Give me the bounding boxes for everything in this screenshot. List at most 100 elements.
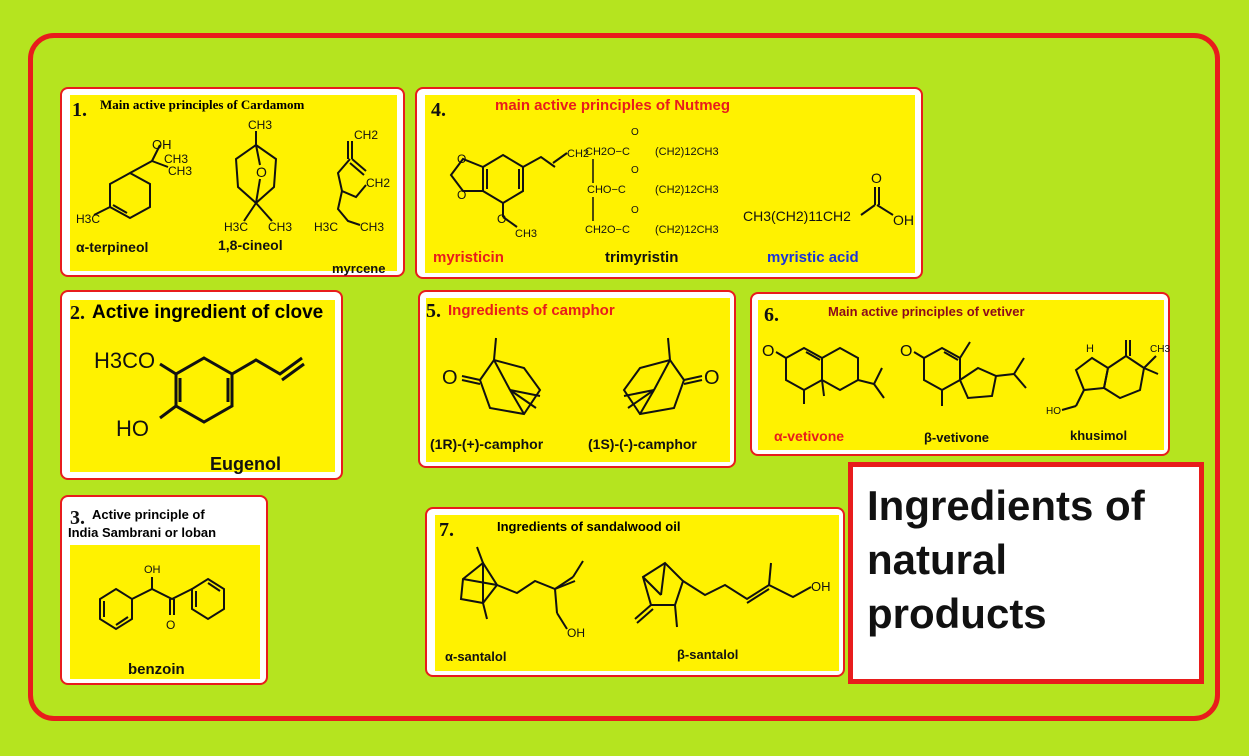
cho-c-label: CHO−C [587, 184, 626, 196]
panel-clove-background [70, 300, 335, 472]
panel-cardamom-background [70, 95, 397, 271]
panel-vetiver: 6. Main active principles of vetiver O α… [750, 292, 1170, 456]
ch3-label: CH3 [168, 164, 192, 178]
oh-label: OH [567, 626, 585, 640]
panel-number: 7. [439, 519, 454, 541]
compound-label: β-santalol [677, 647, 739, 662]
h3c-label: H3C [224, 220, 248, 234]
oh-label: OH [893, 212, 914, 228]
panel-benzoin: 3. Active principle of India Sambrani or… [60, 495, 268, 685]
panel-title: Ingredients of sandalwood oil [497, 519, 681, 534]
panel-number: 3. [70, 507, 85, 529]
panel-cardamom: 1. Main active principles of Cardamom OH… [60, 87, 405, 277]
compound-label: α-terpineol [76, 239, 149, 255]
o-label: O [166, 618, 175, 632]
panel-title: Main active principles of vetiver [828, 304, 1025, 319]
compound-label: trimyristin [605, 249, 679, 266]
o-label: O [442, 367, 458, 389]
compound-label: α-vetivone [774, 428, 845, 444]
ch3-label: CH3 [164, 152, 188, 166]
panel-number: 2. [70, 302, 85, 324]
o-label: O [631, 205, 639, 216]
chain-label: (CH2)12CH3 [655, 224, 719, 236]
panel-title-line2: India Sambrani or loban [68, 525, 217, 540]
main-title-box: Ingredients of natural products [848, 462, 1204, 684]
alpha-terpineol-structure: OH CH3 CH3 H3C [76, 137, 192, 226]
ch2o-c-label: CH2O−C [585, 224, 630, 236]
compound-label: Eugenol [210, 454, 281, 474]
panel-clove: 2. Active ingredient of clove H3CO HO Eu… [60, 290, 343, 480]
panel-number: 1. [72, 99, 87, 121]
ho-label: HO [116, 416, 149, 441]
compound-label: 1,8-cineol [218, 237, 283, 253]
ch2-label: CH2 [354, 128, 378, 142]
beta-vetivone-structure: O [900, 341, 1027, 406]
trimyristin-structure: CH2O−C (CH2)12CH3 CHO−C (CH2)12CH3 CH2O−… [585, 127, 719, 236]
panel-benzoin-background [70, 545, 260, 679]
myrcene-structure: CH2 CH2 H3C CH3 [314, 128, 390, 234]
r-camphor-structure: O [442, 337, 542, 416]
panel-nutmeg: 4. main active principles of Nutmeg O O … [415, 87, 923, 279]
compound-label: β-vetivone [924, 430, 990, 445]
chain-label: (CH2)12CH3 [655, 146, 719, 158]
ch3-label: CH3 [360, 220, 384, 234]
compound-label: α-santalol [445, 649, 507, 664]
eugenol-structure: H3CO HO [94, 348, 305, 441]
alpha-santalol-structure: OH [459, 546, 585, 640]
panel-sandalwood: 7. Ingredients of sandalwood oil OH α-sa… [425, 507, 845, 677]
myristicin-structure: O O CH2 O CH3 [449, 148, 589, 240]
o-label: O [631, 127, 639, 138]
panel-title: Main active principles of Cardamom [100, 97, 305, 112]
o-label: O [762, 343, 774, 360]
ch2o-c-label: CH2O−C [585, 146, 630, 158]
benzoin-structure: OH O [99, 564, 225, 632]
ch3-label: CH3 [248, 118, 272, 132]
cineol-structure: CH3 O H3C CH3 [224, 118, 292, 234]
compound-label: benzoin [128, 661, 185, 678]
ch3-label: CH3 [1150, 344, 1170, 355]
compound-label: khusimol [1070, 428, 1128, 443]
beta-santalol-structure: OH [634, 561, 831, 628]
panel-number: 4. [431, 99, 446, 121]
main-title: Ingredients of natural products [867, 482, 1145, 637]
ch3-label: CH3 [515, 228, 537, 240]
compound-label: myrcene [332, 261, 386, 276]
panel-camphor: 5. Ingredients of camphor O (1R)-(+)-cam… [418, 290, 736, 468]
myristic-acid-structure: CH3(CH2)11CH2 O OH [743, 170, 914, 228]
outer-frame [28, 33, 1220, 721]
ho-label: HO [1046, 406, 1061, 417]
o-label: O [704, 367, 720, 389]
h3c-label: H3C [76, 212, 100, 226]
compound-label: (1R)-(+)-camphor [430, 436, 544, 452]
oh-label: OH [152, 137, 172, 152]
h3c-label: H3C [314, 220, 338, 234]
panel-nutmeg-background [425, 95, 915, 273]
panel-title: main active principles of Nutmeg [495, 97, 731, 114]
khusimol-structure: H HO CH3 [1046, 340, 1170, 417]
chain-label: (CH2)12CH3 [655, 184, 719, 196]
panel-title: Active ingredient of clove [92, 302, 324, 323]
o-label: O [631, 165, 639, 176]
h3co-label: H3CO [94, 348, 155, 373]
alpha-vetivone-structure: O [762, 343, 885, 404]
panel-number: 5. [426, 300, 441, 322]
ch3-label: CH3 [268, 220, 292, 234]
oh-label: OH [144, 564, 161, 576]
o-label: O [900, 343, 912, 360]
o-label: O [457, 188, 466, 202]
h-label: H [1086, 343, 1094, 355]
panel-sandalwood-background [435, 515, 839, 671]
o-label: O [457, 152, 466, 166]
panel-number: 6. [764, 304, 779, 326]
compound-label: myristicin [433, 249, 504, 266]
panel-title-line1: Active principle of [92, 507, 205, 522]
o-label: O [497, 212, 506, 226]
compound-label: (1S)-(-)-camphor [588, 436, 697, 452]
ch2-label: CH2 [366, 176, 390, 190]
myristic-formula-label: CH3(CH2)11CH2 [743, 208, 851, 224]
ch2-label: CH2 [567, 148, 589, 160]
o-label: O [871, 170, 882, 186]
o-label: O [256, 164, 267, 180]
compound-label: myristic acid [767, 249, 859, 266]
panel-title: Ingredients of camphor [448, 302, 615, 319]
